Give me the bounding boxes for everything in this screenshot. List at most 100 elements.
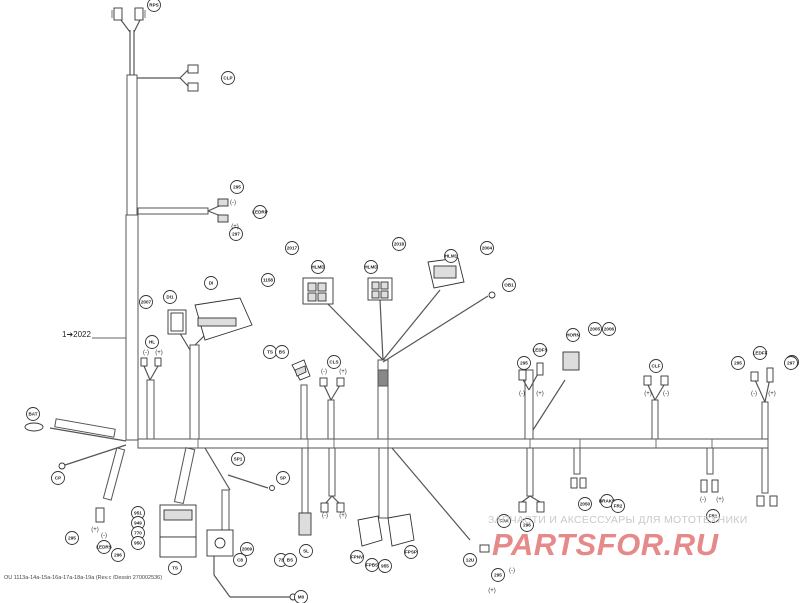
callout-circle [784, 356, 798, 370]
callout-48: FPA [497, 514, 511, 528]
callout-1: CLP [221, 71, 235, 85]
callout-label: 73 [278, 558, 284, 563]
ledff-branch [750, 367, 774, 440]
callout-label: 1158 [263, 278, 273, 283]
callout-label: M0 [298, 595, 305, 600]
callout-label: LEDRP [252, 210, 268, 215]
callout-label: 295 [233, 185, 241, 190]
di-branch [167, 297, 253, 440]
callout-label: CLS [329, 360, 338, 365]
callout-circle [753, 346, 767, 360]
callout-30: LEDFF [753, 346, 768, 360]
cls-branch [319, 377, 345, 440]
callout-label: CLF [652, 364, 661, 369]
callout-label: SP1 [234, 457, 243, 462]
callout-circle [294, 590, 308, 603]
callout-label: FR1 [709, 514, 718, 519]
watermark-text: ЗАПЧАСТИ И АКСЕССУАРЫ ДЛЯ МОТОТЕХНИКИ [488, 514, 748, 526]
callout-15: DI1 [163, 290, 177, 304]
callout-label: HL [149, 340, 155, 345]
callout-circle [168, 561, 182, 575]
polarity-sign-18: (-) [700, 497, 706, 503]
callout-label: BS [287, 558, 293, 563]
callout-16: HL [145, 335, 159, 349]
polarity-sign-10: (-) [751, 391, 757, 397]
callout-circle [578, 497, 592, 511]
callout-19: CLS [327, 355, 341, 369]
callout-50: FPSP [404, 545, 418, 559]
polarity-sign-11: (+) [768, 391, 776, 397]
ledrp-branch [137, 198, 229, 223]
callout-circle [611, 499, 625, 513]
callout-label: FPNV [351, 555, 364, 560]
callout-31: 297 [784, 356, 798, 370]
callout-label: 2006 [604, 327, 615, 332]
callout-circle [311, 260, 325, 274]
callout-circle [253, 205, 267, 219]
callout-59: FR1 [706, 509, 720, 523]
callout-46: BS [283, 553, 297, 567]
callout-circle [497, 514, 511, 528]
callout-circle [231, 452, 245, 466]
callout-39: C8 [233, 553, 247, 567]
polarity-sign-8: (+) [644, 391, 652, 397]
callout-32: SP1 [231, 452, 245, 466]
callout-circle [463, 553, 477, 567]
callout-54: 295 [491, 568, 505, 582]
callout-40: 2009 [240, 542, 254, 556]
polarity-sign-12: (+) [91, 527, 99, 533]
callout-label: 295 [520, 361, 528, 366]
polarity-sign-9: (-) [663, 391, 669, 397]
callout-41: M0 [294, 590, 308, 603]
callout-label: BAT [28, 412, 37, 417]
callout-label: C8 [237, 558, 243, 563]
drawing-footer: OU 1113a-14a-15a-16a-17a-18a-19a (Rev.c … [4, 575, 163, 581]
callout-circle [649, 359, 663, 373]
lower-branches [95, 447, 778, 601]
polarity-signs: (-)(+)(-)(+)(-)(+)(-)(+)(+)(-)(-)(+)(+)(… [91, 200, 776, 594]
callout-label: 297 [787, 361, 795, 366]
callout-circle [350, 550, 364, 564]
callout-label: SP [280, 476, 286, 481]
polarity-sign-1: (+) [231, 224, 239, 230]
callout-circle [65, 531, 79, 545]
polarity-sign-14: (-) [322, 513, 328, 519]
polarity-sign-6: (-) [519, 391, 525, 397]
callout-circle [111, 548, 125, 562]
polarity-sign-4: (-) [321, 369, 327, 375]
callout-53: 12U [463, 553, 477, 567]
callout-label: 2009 [242, 547, 253, 552]
callout-circle [533, 343, 547, 357]
callout-circle [285, 241, 299, 255]
callout-22: 295 [517, 356, 531, 370]
callout-circle [275, 345, 289, 359]
callout-label: 296 [114, 553, 122, 558]
callout-37: 950 [131, 536, 145, 550]
headlight-branch [302, 257, 496, 440]
callout-circle [283, 553, 297, 567]
callout-33: SP [276, 471, 290, 485]
callout-5: 2017 [285, 241, 299, 255]
callout-label: BS [279, 350, 285, 355]
callout-28: CLF [649, 359, 663, 373]
callout-label: 949 [134, 521, 142, 526]
callout-7: 2018 [392, 237, 406, 251]
callout-circle [480, 241, 494, 255]
polarity-sign-16: (-) [509, 568, 515, 574]
callout-circle [392, 237, 406, 251]
main-horizontal-bundle [137, 438, 769, 449]
callout-label: BRAKE [599, 499, 615, 504]
callout-label: RPS [149, 3, 158, 8]
callout-18: BS [275, 345, 289, 359]
callout-circle [299, 544, 313, 558]
polarity-sign-13: (-) [101, 533, 107, 539]
callout-10: 2004 [480, 241, 494, 255]
callout-24: LEDFS [532, 343, 548, 357]
main-trunk [120, 19, 141, 441]
callout-27: 2006 [602, 322, 616, 336]
polarity-sign-15: (+) [339, 513, 347, 519]
callout-circle [145, 335, 159, 349]
polarity-sign-5: (+) [339, 369, 347, 375]
callout-label: 296 [523, 523, 531, 528]
callout-circle [444, 249, 458, 263]
